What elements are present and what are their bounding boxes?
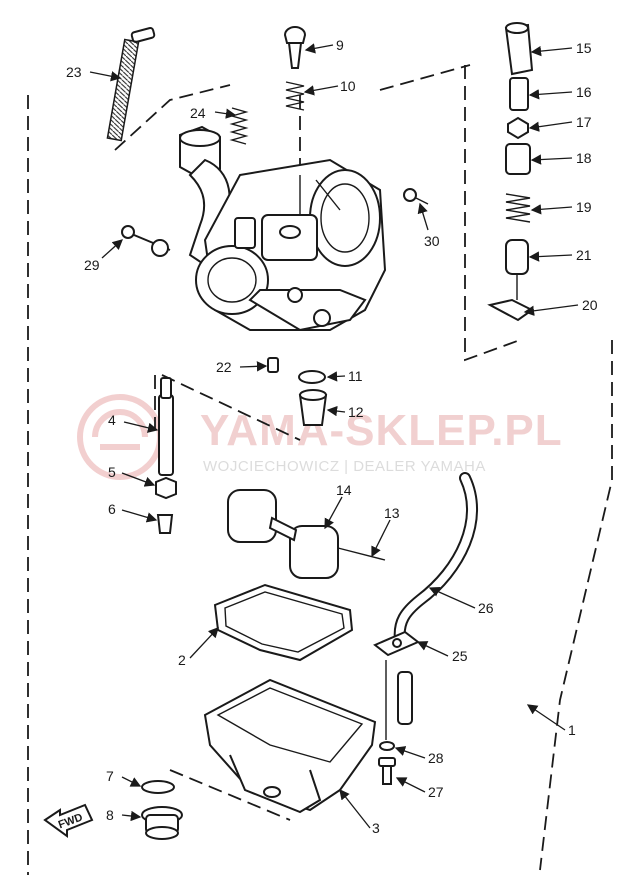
callout-24: 24 <box>190 105 206 121</box>
assembly-boundaries <box>27 64 613 875</box>
part-6-main-jet <box>156 514 174 534</box>
part-3-float-bowl <box>203 678 377 814</box>
callout-29: 29 <box>84 257 100 273</box>
callout-23: 23 <box>66 64 82 80</box>
callout-27: 27 <box>428 784 444 800</box>
callout-28: 28 <box>428 750 444 766</box>
callout-3: 3 <box>372 820 380 836</box>
throttle-valve-stack <box>487 22 534 322</box>
carburetor-body <box>179 125 387 332</box>
part-25-plate <box>373 630 420 725</box>
callout-15: 15 <box>576 40 592 56</box>
callout-17: 17 <box>576 114 592 130</box>
callout-19: 19 <box>576 199 592 215</box>
fwd-arrow-icon: FWD <box>43 803 94 838</box>
callout-11: 11 <box>348 368 363 384</box>
watermark: YAMA-SKLEP.PL WOJCIECHOWICZ | DEALER YAM… <box>77 394 563 480</box>
callout-2: 2 <box>178 652 186 668</box>
part-7-o-ring <box>141 780 175 794</box>
part-21-throttle-valve <box>505 239 529 275</box>
part-22-pilot-jet <box>267 357 279 373</box>
part-13-float-pin <box>337 547 386 561</box>
part-28-washer <box>379 741 395 751</box>
callout-7: 7 <box>106 768 114 784</box>
part-2-gasket <box>213 583 354 662</box>
callout-10: 10 <box>340 78 356 94</box>
callout-26: 26 <box>478 600 494 616</box>
callout-6: 6 <box>108 501 116 517</box>
callout-25: 25 <box>452 648 468 664</box>
callout-22: 22 <box>216 359 232 375</box>
part-12-needle-valve <box>298 389 328 426</box>
part-10-spring <box>285 81 305 111</box>
part-20-plate <box>487 298 534 322</box>
callout-5: 5 <box>108 464 116 480</box>
callout-8: 8 <box>106 807 114 823</box>
part-26-overflow-hose <box>393 472 479 646</box>
part-16-adjuster <box>509 77 529 111</box>
part-19-spring <box>505 193 531 223</box>
callout-21: 21 <box>576 247 592 263</box>
callout-18: 18 <box>576 150 592 166</box>
part-23-throttle-stop-screw <box>106 26 156 142</box>
callout-13: 13 <box>384 505 400 521</box>
part-11-washer <box>298 370 326 384</box>
part-24-spring <box>229 107 249 145</box>
part-18-top <box>505 143 531 175</box>
leader-lines <box>89 43 579 829</box>
part-29-screw <box>121 225 171 257</box>
watermark-logo <box>77 394 163 480</box>
part-27-screw <box>378 757 396 785</box>
part-5-main-jet-holder <box>155 476 177 500</box>
callout-20: 20 <box>582 297 598 313</box>
part-9-screw <box>283 26 307 69</box>
part-14-float <box>227 489 339 579</box>
part-30-screw <box>403 188 429 205</box>
part-17-nut <box>507 116 529 140</box>
callout-16: 16 <box>576 84 592 100</box>
callout-12: 12 <box>348 404 364 420</box>
callout-1: 1 <box>568 722 576 738</box>
callout-9: 9 <box>336 37 344 53</box>
callout-30: 30 <box>424 233 440 249</box>
watermark-dealer: WOJCIECHOWICZ | DEALER YAMAHA <box>203 458 486 475</box>
part-4-needle-jet <box>158 377 174 476</box>
watermark-brand: YAMA-SKLEP.PL <box>200 406 563 455</box>
callout-4: 4 <box>108 412 116 428</box>
callout-labels: 23 24 9 10 15 16 17 18 19 21 20 30 29 22… <box>66 37 598 836</box>
callout-14: 14 <box>336 482 352 498</box>
part-8-drain-plug <box>141 806 183 840</box>
